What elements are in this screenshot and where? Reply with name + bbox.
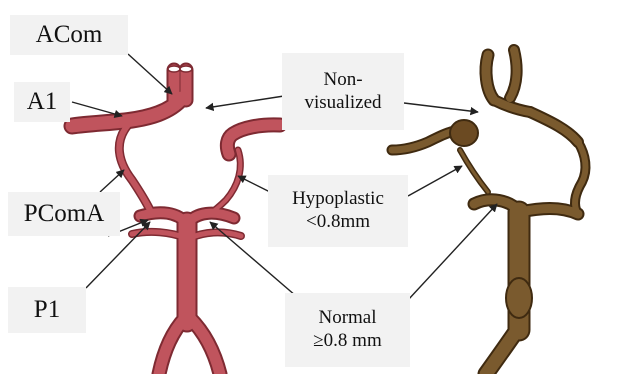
label-a1: A1 [14,82,70,122]
label-p1: P1 [8,287,86,333]
label-non-visualized-line2: visualized [304,92,381,115]
label-acom: ACom [10,15,128,55]
label-normal-line1: Normal [318,307,376,330]
label-hypoplastic-line1: Hypoplastic [292,188,384,211]
label-non-visualized: Non- visualized [282,53,404,130]
label-normal-line2: ≥0.8 mm [313,330,382,353]
label-non-visualized-line1: Non- [323,69,362,92]
label-hypoplastic-line2: <0.8mm [306,211,370,234]
label-pcoma: PComA [8,192,120,236]
label-normal: Normal ≥0.8 mm [285,293,410,367]
label-hypoplastic: Hypoplastic <0.8mm [268,175,408,247]
